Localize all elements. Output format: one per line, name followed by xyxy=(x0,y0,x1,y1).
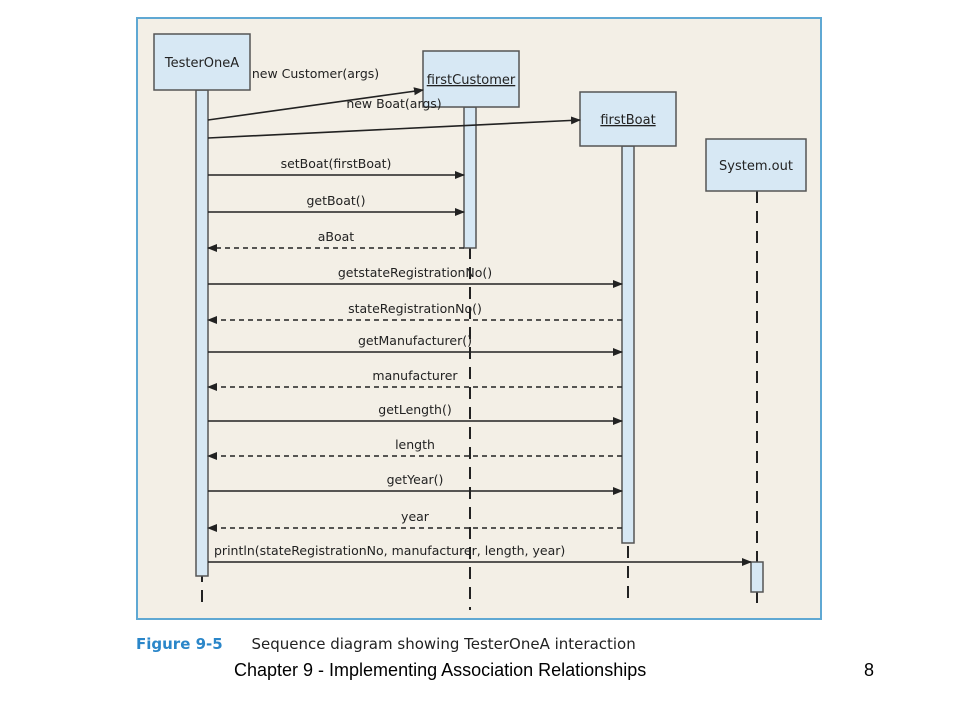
message-label-8: getManufacturer() xyxy=(358,333,472,348)
message-label-3: setBoat(firstBoat) xyxy=(281,156,392,171)
object-box-sysout xyxy=(705,138,807,192)
message-label-1: new Customer(args) xyxy=(252,66,379,81)
message-label-7: stateRegistrationNo() xyxy=(348,301,482,316)
message-label-2: new Boat(args) xyxy=(346,96,441,111)
activation-bar-boat xyxy=(621,145,635,544)
figure-frame xyxy=(136,17,822,620)
object-box-tester xyxy=(153,33,251,91)
message-arrow-2 xyxy=(207,116,581,139)
message-arrow-1 xyxy=(207,87,424,121)
object-box-boat xyxy=(579,91,677,147)
message-label-4: getBoat() xyxy=(306,193,365,208)
slide-footer-title: Chapter 9 - Implementing Association Rel… xyxy=(234,660,647,680)
message-label-11: length xyxy=(395,437,435,452)
activation-bar-customer xyxy=(463,106,477,249)
message-label-12: getYear() xyxy=(387,472,444,487)
slide-page-number: 8 xyxy=(864,660,875,680)
message-label-6: getstateRegistrationNo() xyxy=(338,265,492,280)
object-box-customer xyxy=(422,50,520,108)
object-label-boat: firstBoat xyxy=(600,113,655,128)
object-label-customer: firstCustomer xyxy=(427,73,516,88)
message-label-10: getLength() xyxy=(378,402,451,417)
object-label-sysout: System.out xyxy=(719,159,793,174)
message-label-13: year xyxy=(401,509,430,524)
activation-bar-sysout xyxy=(750,561,764,593)
activation-bar-tester xyxy=(195,89,209,577)
message-label-9: manufacturer xyxy=(372,368,458,383)
message-label-14: println(stateRegistrationNo, manufacture… xyxy=(214,543,565,558)
object-label-tester: TesterOneA xyxy=(164,56,239,71)
figure-number: Figure 9-5 xyxy=(136,635,223,653)
caption-text: Sequence diagram showing TesterOneA inte… xyxy=(251,635,636,653)
figure-caption: Figure 9-5 Sequence diagram showing Test… xyxy=(136,635,636,653)
message-label-5: aBoat xyxy=(318,229,355,244)
